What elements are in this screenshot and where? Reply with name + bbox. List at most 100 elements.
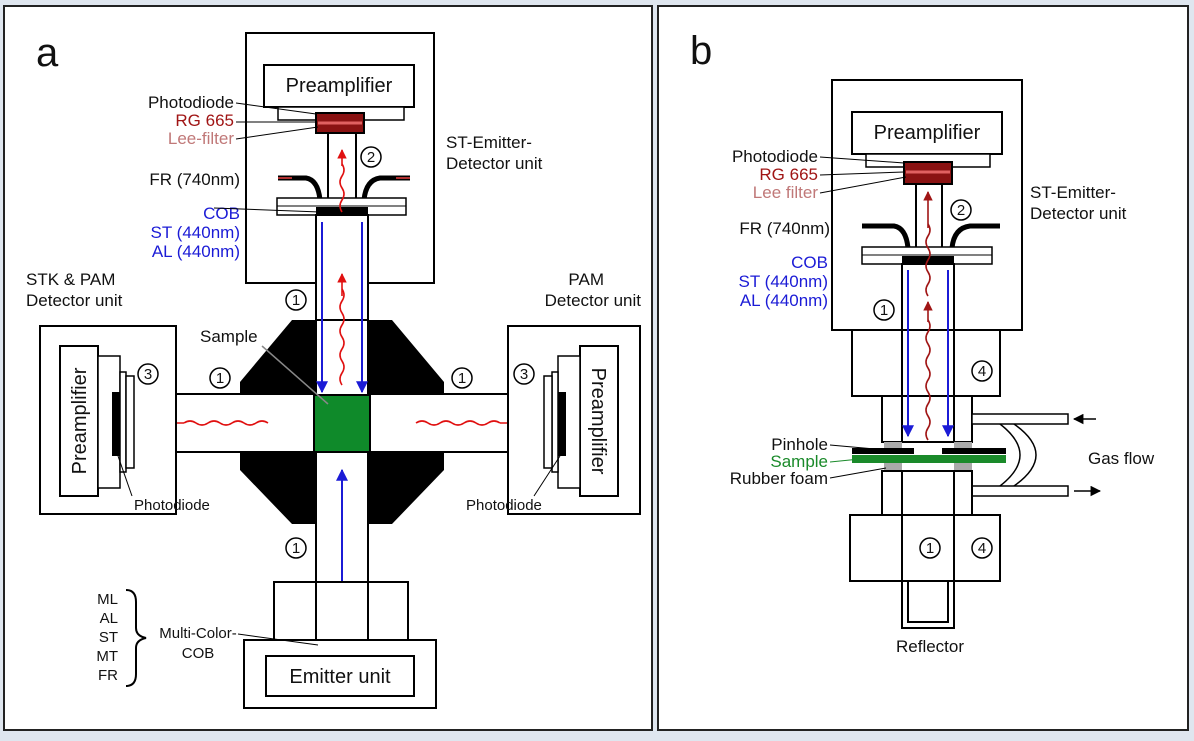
svg-text:1: 1: [926, 540, 934, 557]
mt-label: MT: [96, 648, 118, 665]
al2-label: AL: [100, 610, 118, 627]
pinhole-left: [852, 448, 914, 454]
red-fluorescence-wave-upper: [339, 163, 345, 213]
number-circle-a2: 2: [360, 146, 382, 168]
b-st-label: ST (440nm): [739, 272, 828, 291]
preamplifier-right-box: [579, 345, 619, 497]
pam-label-line1: PAM: [568, 270, 604, 289]
b-lee-filter-leader: [819, 176, 907, 194]
foam-upper-right: [954, 442, 972, 448]
b-fr-label: FR (740nm): [739, 219, 830, 238]
emitter-inner-box: [265, 655, 415, 697]
sample-cuvette: [313, 394, 371, 453]
b-lee-filter-label: Lee filter: [753, 183, 819, 202]
b-sample-leader: [829, 458, 861, 463]
stk-pam-label-line2: Detector unit: [26, 291, 123, 310]
st2-label: ST: [99, 629, 118, 646]
cob-label: COB: [203, 204, 240, 223]
ml-label: ML: [97, 591, 118, 608]
number-circle-b2: 2: [950, 199, 972, 221]
left-filter: [119, 371, 127, 473]
red-wave-right: [415, 420, 501, 426]
svg-text:4: 4: [978, 540, 986, 557]
emitter-unit-label: Emitter unit: [289, 666, 391, 688]
svg-text:4: 4: [978, 363, 986, 380]
stk-pam-label-line1: STK & PAM: [26, 270, 115, 289]
emitter-shaft: [315, 581, 369, 643]
photodiode-left-label: Photodiode: [134, 497, 210, 514]
panel-a-letter: a: [36, 31, 59, 75]
lee-filter-label: Lee-filter: [168, 129, 234, 148]
number-circle-b4-bottom: 4: [971, 537, 993, 559]
pinhole-label: Pinhole: [771, 435, 828, 454]
foam-lower-right: [954, 463, 972, 471]
b-photodiode-label: Photodiode: [732, 147, 818, 166]
left-filter-2: [125, 375, 135, 469]
foam-lower-left: [884, 463, 902, 471]
fr-label: FR (740nm): [149, 170, 240, 189]
foam-upper-left: [884, 442, 902, 448]
svg-text:1: 1: [458, 370, 466, 387]
b-reflector-cup-inner: [907, 581, 949, 623]
photodiode-right-label: Photodiode: [466, 497, 542, 514]
b-preamplifier-box: [851, 111, 1003, 155]
panel-b-letter: b: [690, 29, 712, 73]
multicolor-label-line2: COB: [182, 645, 215, 662]
pam-label-line2: Detector unit: [545, 291, 642, 310]
svg-text:2: 2: [957, 202, 965, 219]
svg-text:1: 1: [292, 292, 300, 309]
photodiode-label: Photodiode: [148, 93, 234, 112]
sample-label: Sample: [200, 327, 258, 346]
number-circle-a1-left: 1: [209, 367, 231, 389]
number-circle-a3-right: 3: [513, 363, 535, 385]
st-label: ST (440nm): [151, 223, 240, 242]
red-wave-left: [183, 420, 269, 426]
b-red-wave-lower: [925, 319, 931, 441]
b-cob-label: COB: [791, 253, 828, 272]
preamplifier-left-label: Preamplifier: [69, 367, 91, 474]
cob-leader: [213, 207, 321, 213]
b-rg665-label: RG 665: [759, 165, 818, 184]
photodiode-leader: [235, 102, 317, 115]
gas-outlet-tube: [971, 485, 1069, 497]
gas-flow-label: Gas flow: [1088, 449, 1155, 468]
svg-text:3: 3: [144, 366, 152, 383]
red-fluorescence-wave-lower: [339, 288, 345, 386]
rubber-foam-leader: [829, 467, 887, 479]
gas-hose-inner: [999, 423, 1021, 487]
b-sample-layer: [852, 455, 1006, 463]
multicolor-label-line1: Multi-Color-: [159, 625, 237, 642]
number-circle-b4-top: 4: [971, 360, 993, 382]
lee-filter-leader: [235, 126, 319, 140]
photodiode-left-leader: [117, 455, 133, 497]
photodiode-right-leader: [533, 455, 561, 497]
preamplifier-right-label: Preamplifier: [587, 368, 609, 475]
b-st-emitter-label-line2: Detector unit: [1030, 204, 1127, 223]
rubber-foam-label: Rubber foam: [730, 469, 828, 488]
svg-text:1: 1: [880, 302, 888, 319]
preamplifier-top-label: Preamplifier: [286, 75, 393, 97]
b-bottom-upper-shaft: [901, 470, 955, 516]
gas-inlet-tube: [971, 413, 1069, 425]
number-circle-a1-top: 1: [285, 289, 307, 311]
b-reflector-cup: [901, 581, 955, 629]
sample-leader: [261, 345, 329, 405]
b-preamplifier-label: Preamplifier: [874, 122, 981, 144]
al-label: AL (440nm): [152, 242, 240, 261]
number-circle-b1-bottom: 1: [919, 537, 941, 559]
number-circle-b1-top: 1: [873, 299, 895, 321]
photodiode-left: [112, 392, 120, 456]
b-rg665-leader: [819, 171, 905, 176]
svg-text:1: 1: [216, 370, 224, 387]
svg-text:1: 1: [292, 540, 300, 557]
svg-text:2: 2: [367, 149, 375, 166]
svg-text:3: 3: [520, 366, 528, 383]
pinhole-right: [942, 448, 1006, 454]
fr2-label: FR: [98, 667, 118, 684]
b-photodiode-leader: [819, 156, 905, 164]
photodiode-right: [558, 392, 566, 456]
right-filter-2: [543, 375, 553, 469]
number-circle-a3-left: 3: [137, 363, 159, 385]
